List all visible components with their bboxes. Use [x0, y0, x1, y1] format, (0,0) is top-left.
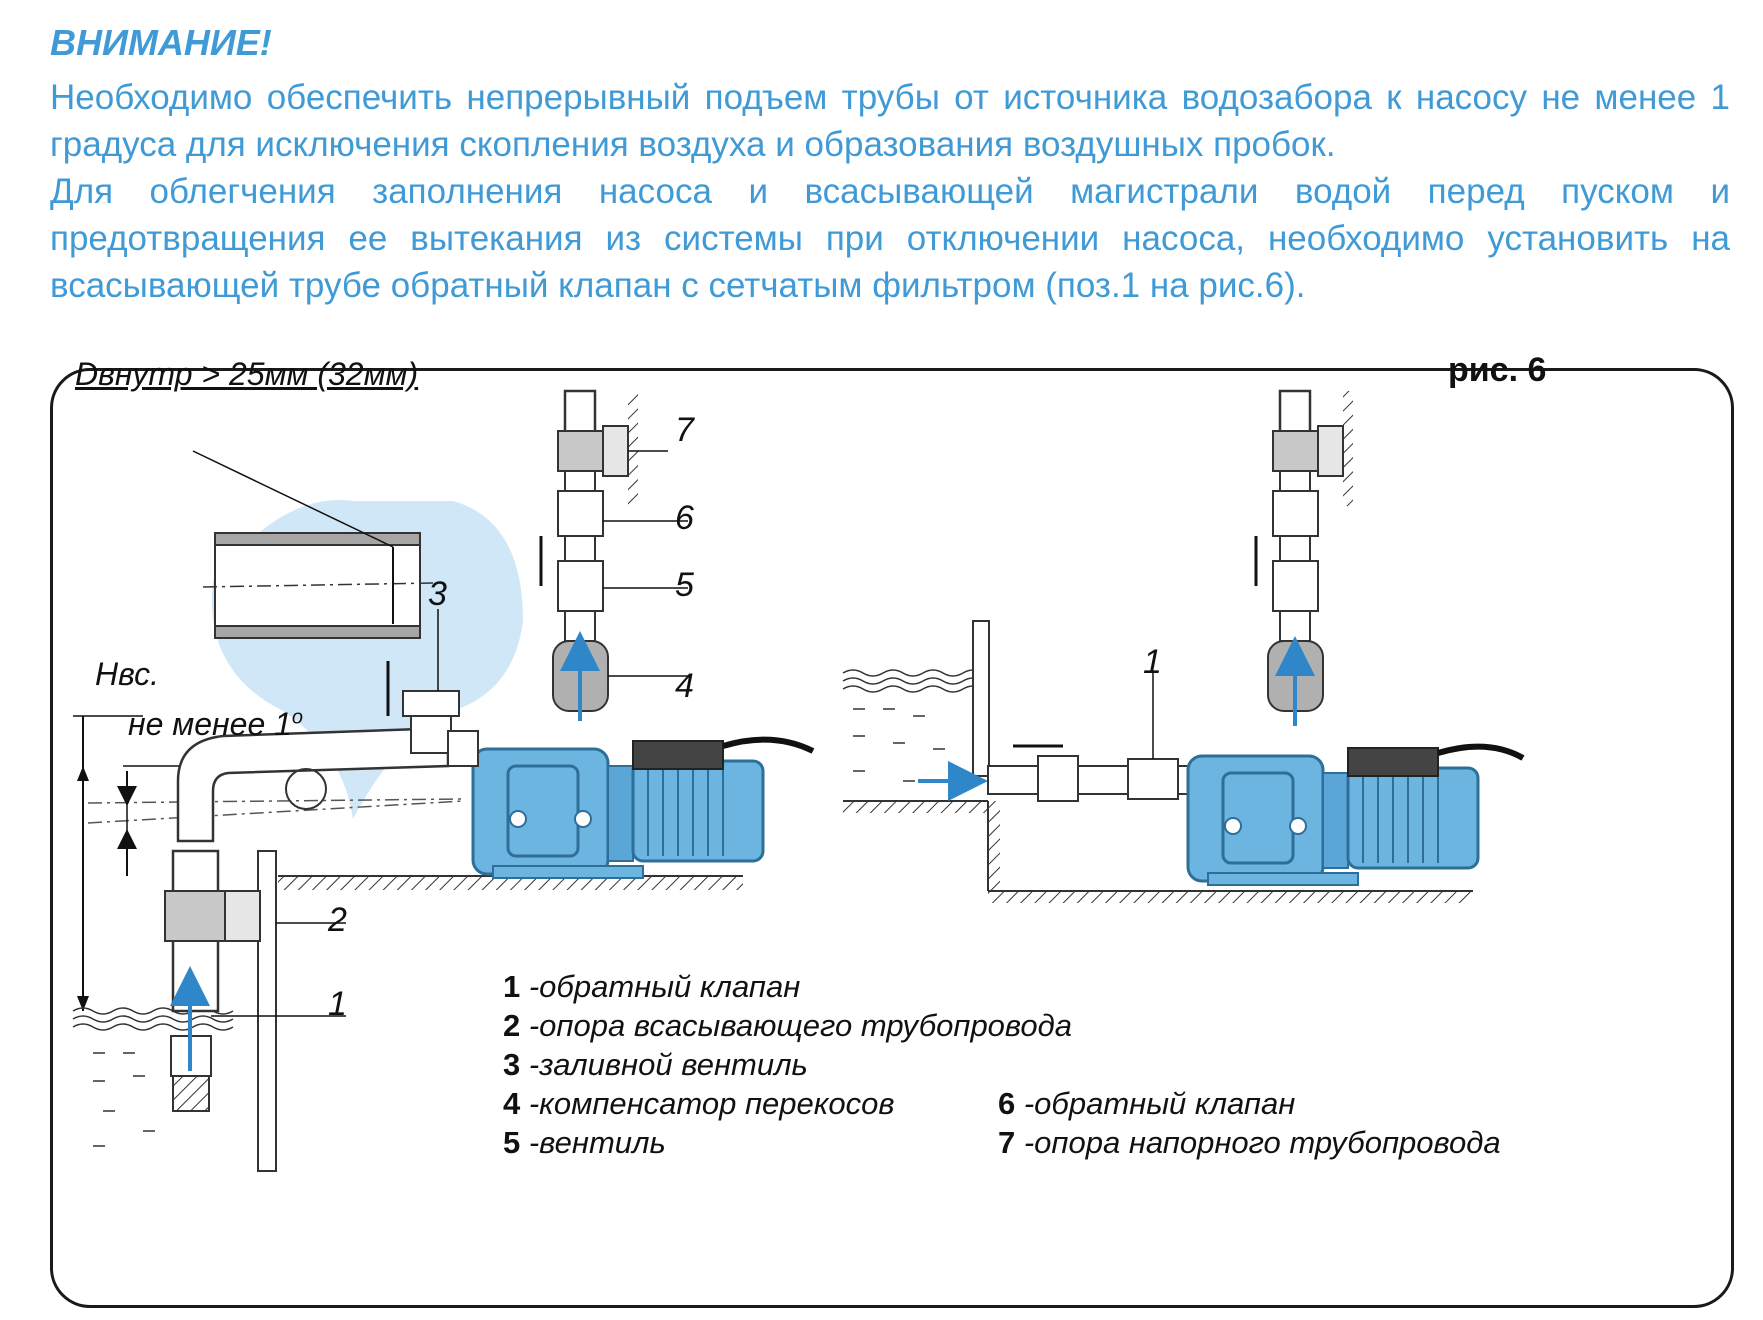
legend-item-3: 3 -заливной вентиль	[503, 1047, 808, 1082]
callout-3: 3	[428, 575, 447, 613]
callout-2: 2	[328, 901, 347, 939]
installation-diagram	[72, 389, 1525, 1172]
slope-label-text: не менее 1	[128, 706, 292, 742]
legend-item-2: 2 -опора всасывающего трубопровода	[503, 1008, 1073, 1043]
callout-7: 7	[675, 411, 694, 449]
callout-1: 1	[328, 985, 347, 1023]
callout-6: 6	[675, 499, 694, 537]
pump-right	[1186, 743, 1525, 886]
warning-block: ВНИМАНИЕ! Необходимо обеспечить непрерыв…	[50, 22, 1730, 309]
legend-item-5: 5 -вентиль	[503, 1125, 666, 1160]
pump-left	[471, 736, 815, 879]
slope-label: не менее 1о	[128, 706, 303, 743]
figure-frame: рис. 6 Dвнутр > 25мм (32мм) Нвс. не мене…	[50, 351, 1734, 1308]
pipe-zoom-bubble	[192, 450, 523, 819]
warning-paragraph-1: Необходимо обеспечить непрерывный подъем…	[50, 78, 1730, 164]
callout-right-1: 1	[1143, 643, 1162, 681]
callout-4: 4	[675, 667, 694, 705]
legend-item-1: 1 -обратный клапан	[503, 969, 801, 1004]
diameter-label: Dвнутр > 25мм (32мм)	[75, 356, 419, 392]
figure-caption: рис. 6	[1448, 351, 1547, 389]
legend-item-4: 4 -компенсатор перекосов	[503, 1086, 895, 1121]
warning-paragraph-2: Для облегчения заполнения насоса и всасы…	[50, 172, 1730, 305]
warning-title: ВНИМАНИЕ!	[50, 22, 272, 63]
callout-5: 5	[675, 566, 694, 604]
legend-item-7: 7 -опора напорного трубопровода	[998, 1125, 1501, 1160]
slope-label-degree: о	[291, 706, 304, 729]
height-label: Нвс.	[95, 656, 159, 692]
legend-item-6: 6 -обратный клапан	[998, 1086, 1296, 1121]
